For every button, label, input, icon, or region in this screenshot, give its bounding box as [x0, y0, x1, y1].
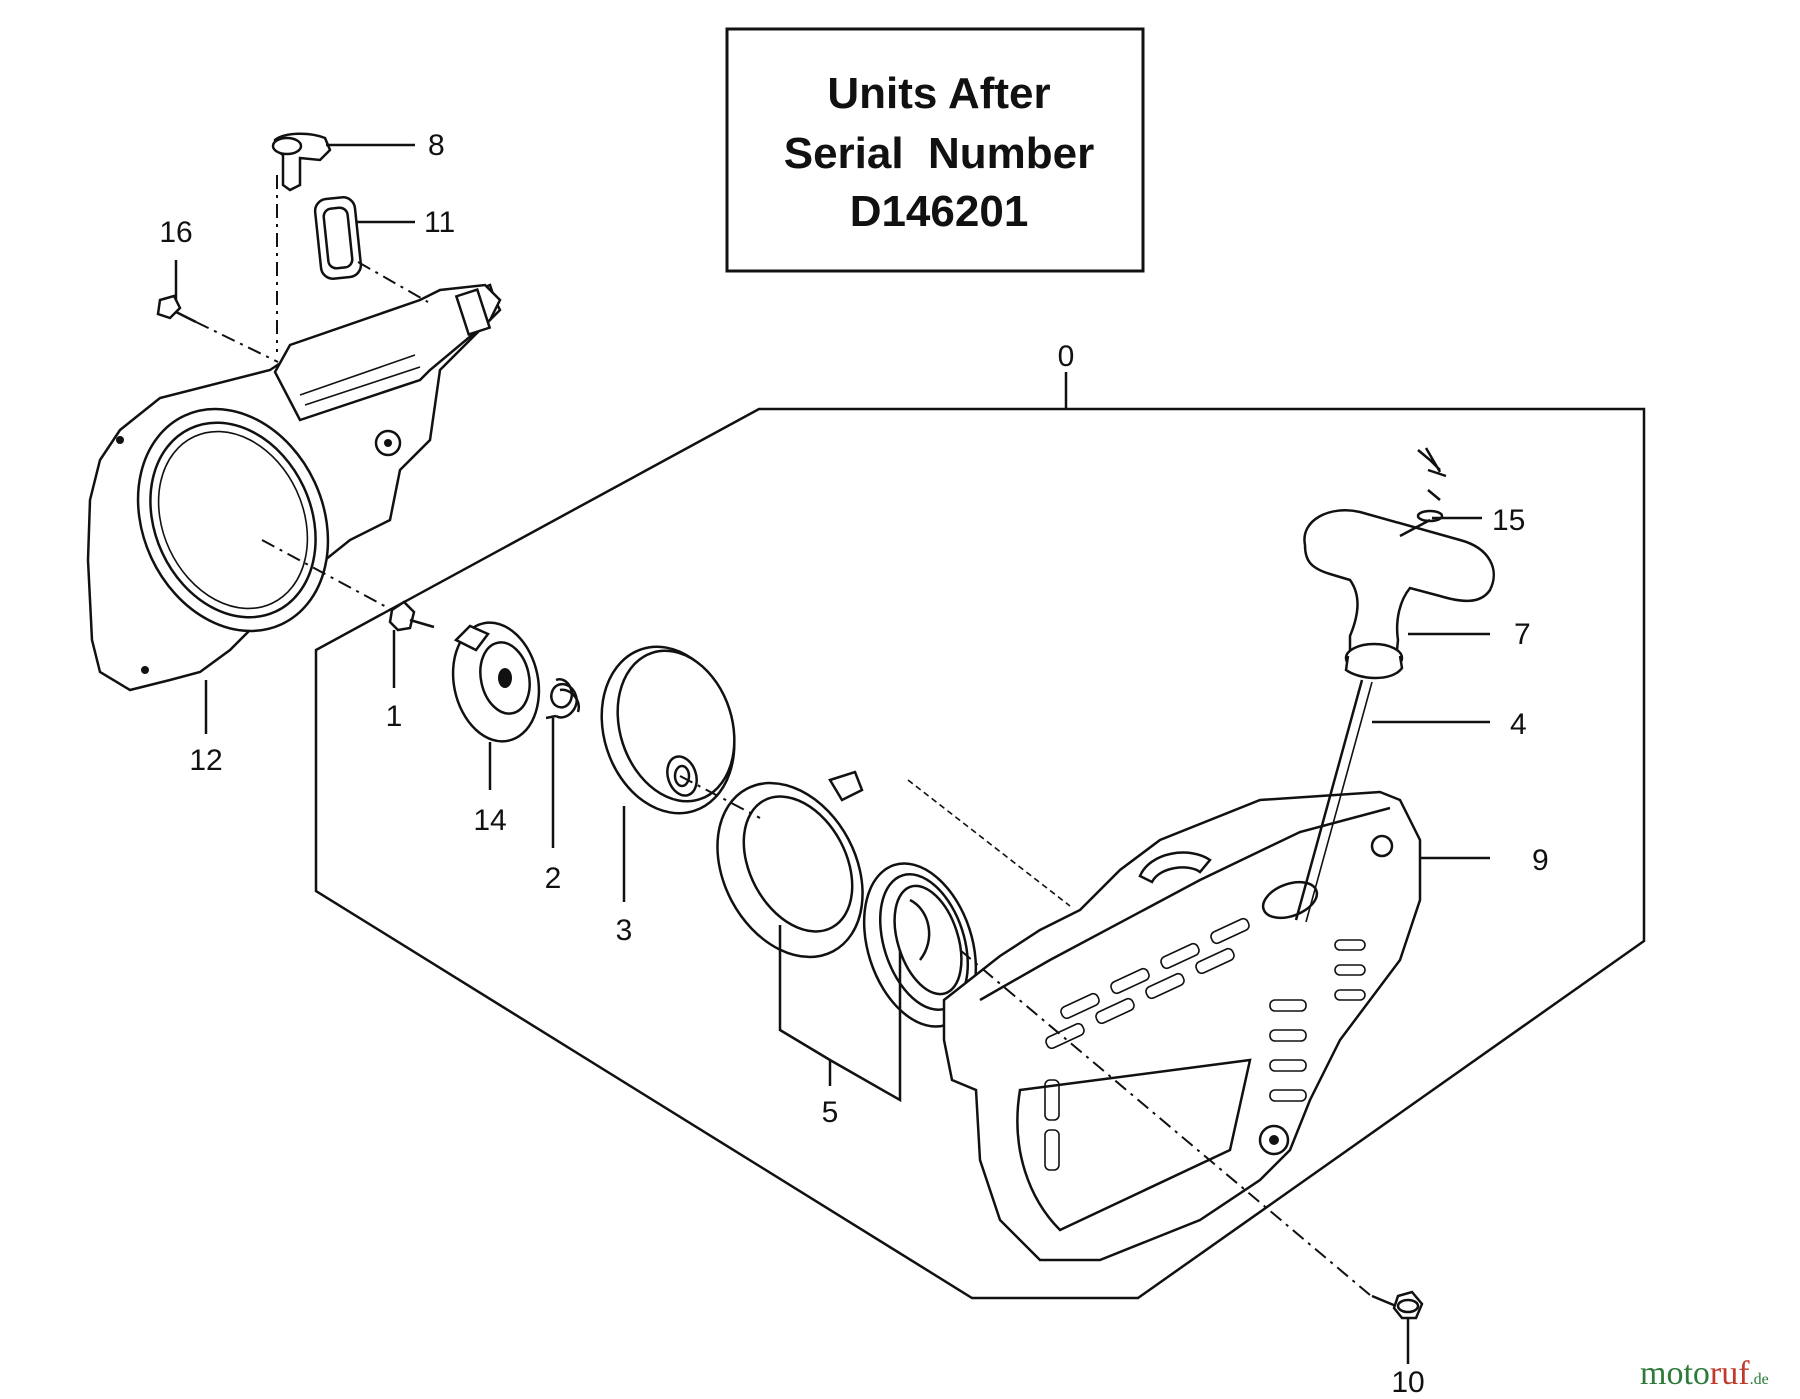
assembly-bracket [314, 372, 1646, 1300]
callout-8: 8 [428, 129, 445, 162]
serial-box-line-3: D146201 [850, 187, 1029, 236]
pawl-plate-part [451, 621, 541, 743]
callout-5: 5 [822, 1096, 839, 1129]
callout-9: 9 [1532, 844, 1549, 877]
fan-cover-part [942, 790, 1422, 1262]
watermark-part-1: moto [1640, 1355, 1710, 1392]
serial-number-box: Units After Serial Number D146201 [725, 27, 1145, 273]
callout-1: 1 [386, 700, 403, 733]
callout-12: 12 [189, 744, 222, 777]
callout-14: 14 [473, 804, 506, 837]
spring-cassette-part [716, 770, 864, 959]
callout-15: 15 [1492, 504, 1525, 537]
watermark-part-2: ruf [1710, 1355, 1750, 1392]
callout-3: 3 [616, 914, 633, 947]
callout-11: 11 [424, 206, 455, 239]
callout-4: 4 [1510, 708, 1527, 741]
callout-16: 16 [159, 216, 192, 249]
recoil-spring-part [862, 862, 978, 1028]
pulley-part [600, 645, 736, 815]
leader-lines [174, 143, 1490, 1364]
screw-1-part [388, 600, 435, 632]
grommet-part [313, 196, 363, 280]
watermark-suffix: .de [1750, 1371, 1769, 1388]
choke-knob-part [271, 132, 332, 192]
watermark-logo: motoruf.de [1640, 1355, 1769, 1392]
serial-box-line-1: Units After [827, 69, 1050, 118]
starter-housing-part [86, 283, 502, 692]
screw-10-part [1371, 1290, 1424, 1320]
screw-16-part [156, 294, 197, 324]
callout-0: 0 [1058, 340, 1075, 373]
callout-7: 7 [1514, 618, 1531, 651]
assembly-center-lines [195, 175, 1371, 1296]
pawl-spring-part [545, 678, 581, 720]
serial-box-line-2: Serial Number [784, 129, 1095, 178]
callout-2: 2 [545, 862, 562, 895]
svg-text:motoruf.de: motoruf.de [1640, 1355, 1769, 1392]
split-pin-part [1399, 447, 1447, 538]
starter-handle-part [1303, 509, 1495, 680]
callout-10: 10 [1391, 1366, 1424, 1394]
starter-rope-part [907, 679, 1373, 923]
